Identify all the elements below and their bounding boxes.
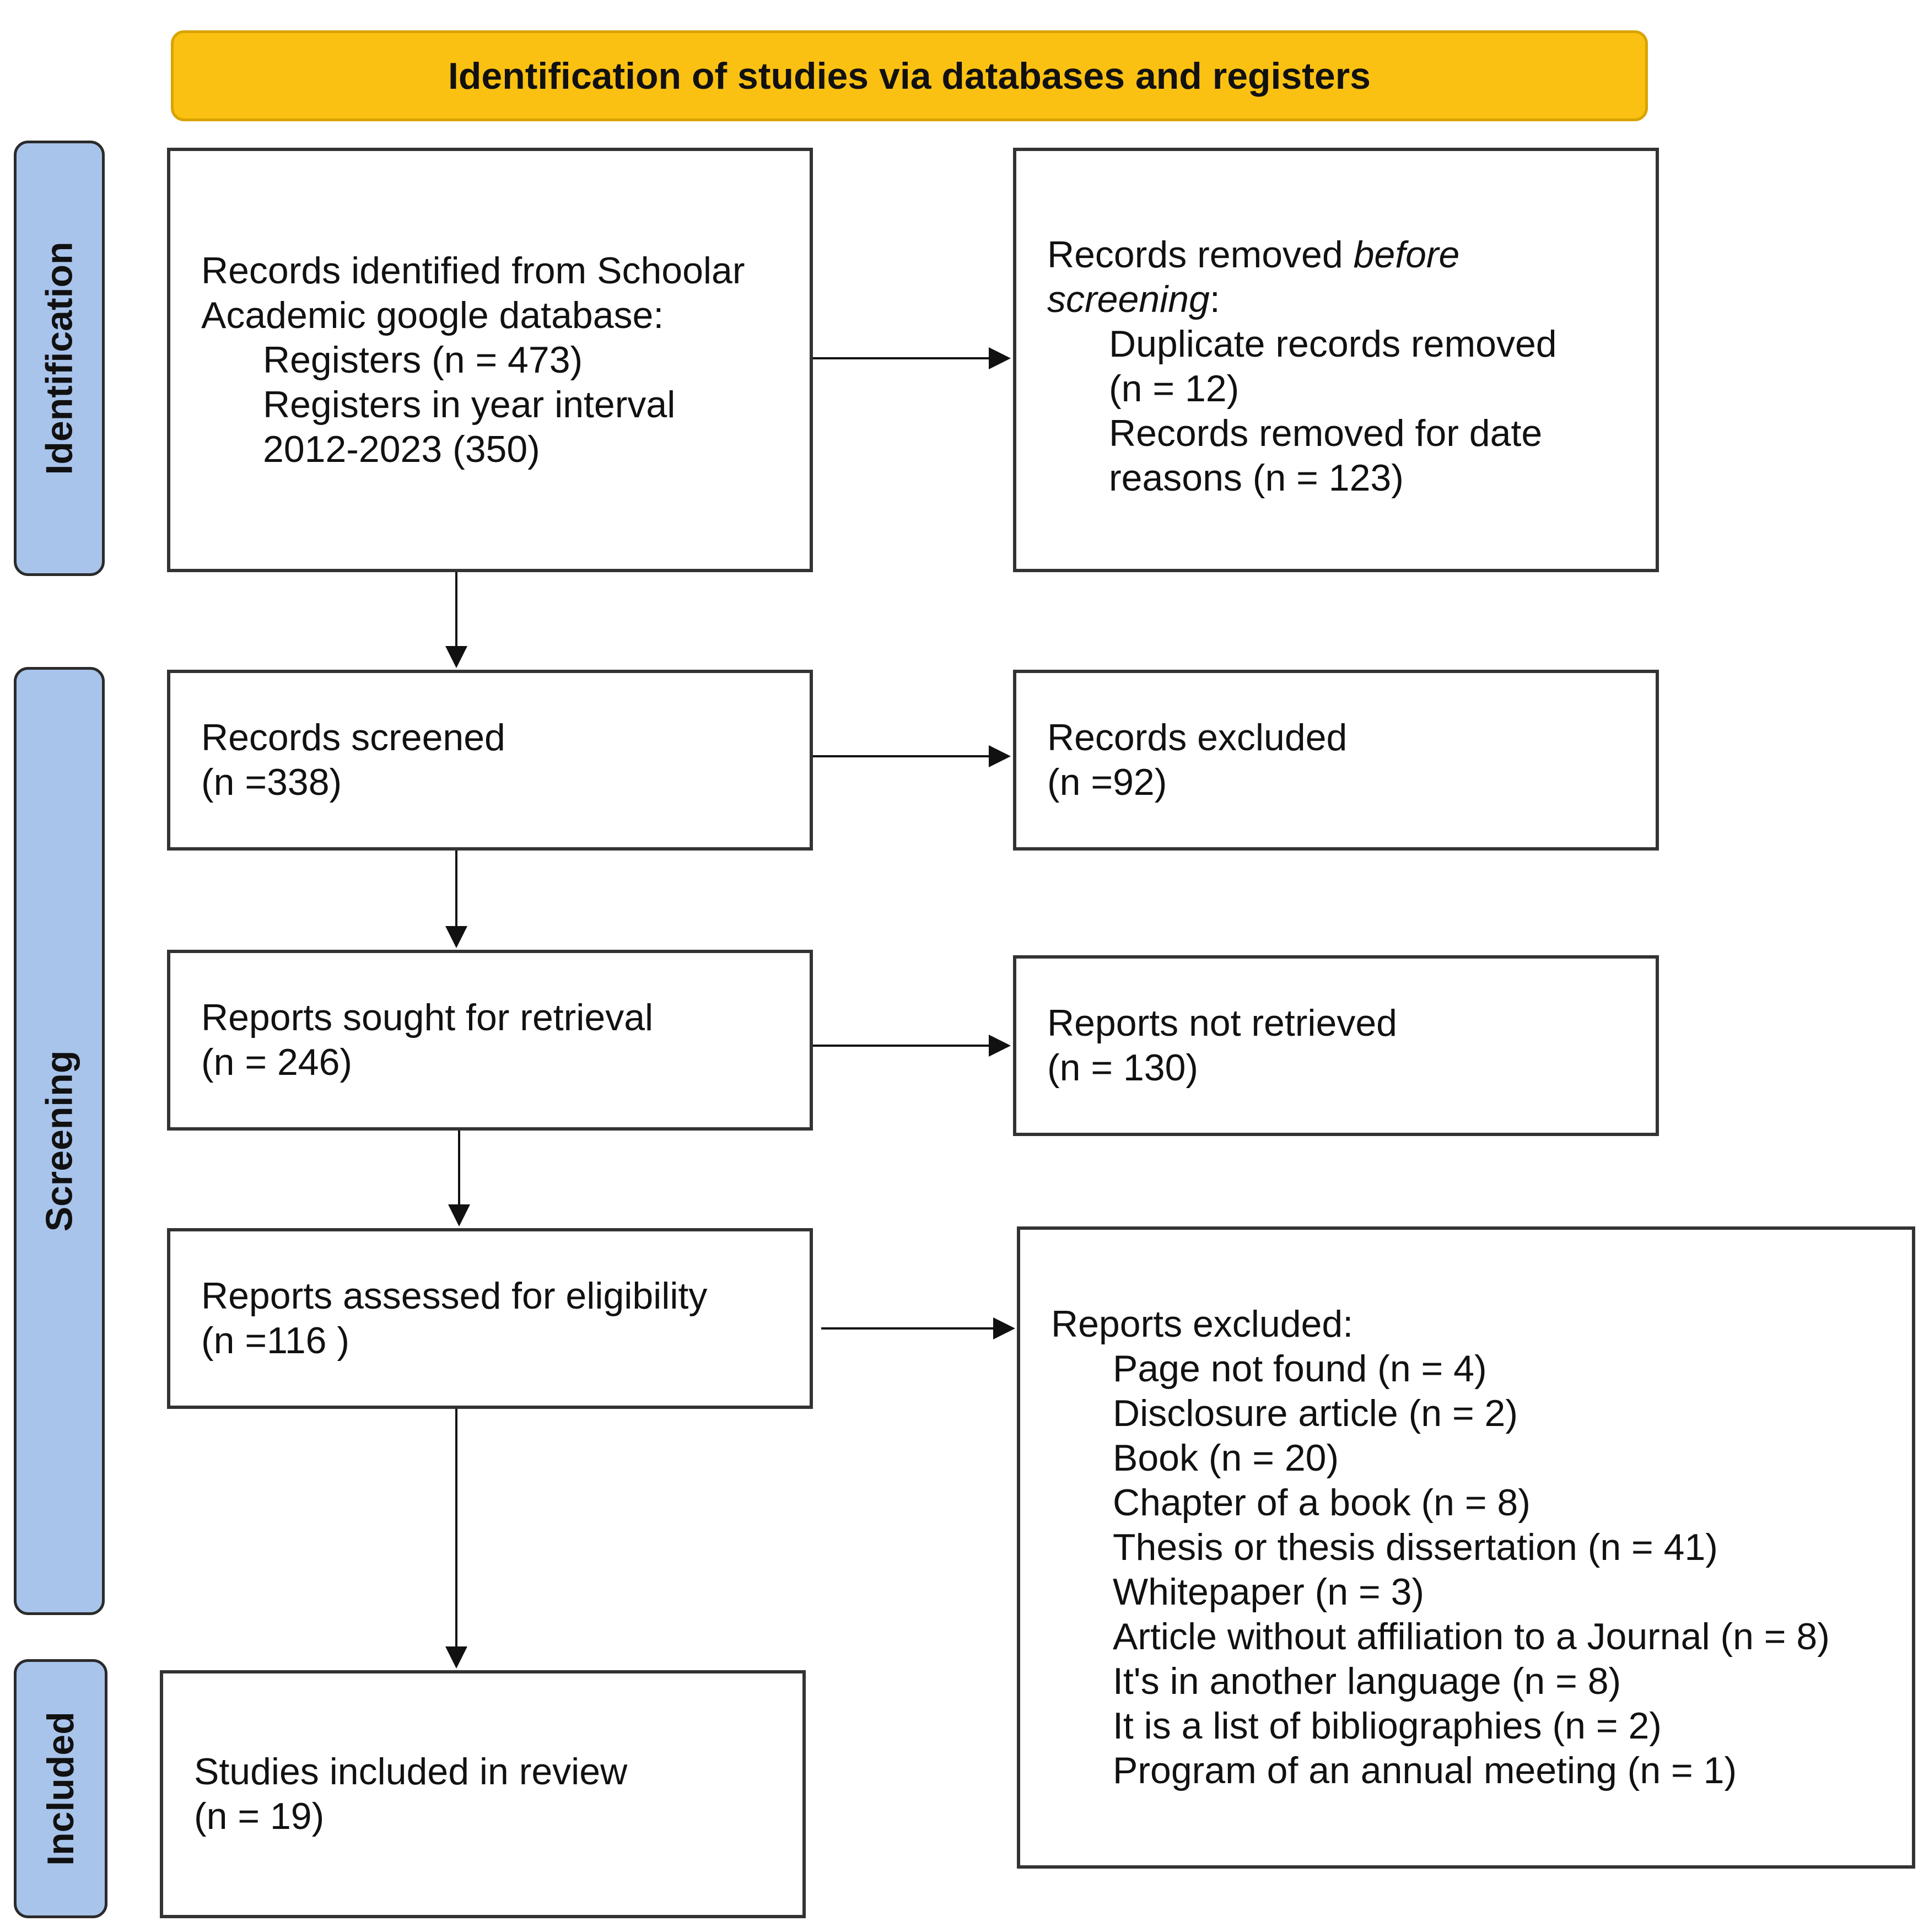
reports-excluded-item: It is a list of bibliographies (n = 2) xyxy=(1113,1705,1662,1747)
reports-assessed-line2: (n =116 ) xyxy=(201,1320,350,1361)
reports-excluded-item: Program of an annual meeting (n = 1) xyxy=(1113,1750,1737,1791)
box-reports-sought: Reports sought for retrieval (n = 246) xyxy=(167,950,813,1131)
records-removed-line1: Records removed before xyxy=(1047,234,1460,276)
records-identified-line3: Registers (n = 473) xyxy=(263,338,583,381)
box-records-removed: Records removed before screening: Duplic… xyxy=(1013,148,1659,572)
reports-excluded-item: Article without affiliation to a Journal… xyxy=(1113,1616,1830,1657)
box-studies-included: Studies included in review (n = 19) xyxy=(160,1670,806,1918)
reports-excluded-item: Book (n = 20) xyxy=(1113,1437,1339,1479)
records-removed-line5: Records removed for date xyxy=(1109,412,1543,454)
reports-excluded-item: Page not found (n = 4) xyxy=(1113,1348,1487,1390)
records-excluded-line2: (n =92) xyxy=(1047,761,1167,803)
reports-excluded-item: Chapter of a book (n = 8) xyxy=(1113,1482,1531,1524)
header-banner: Identification of studies via databases … xyxy=(171,30,1648,121)
records-screened-line2: (n =338) xyxy=(201,761,342,803)
reports-excluded-item: It's in another language (n = 8) xyxy=(1113,1660,1621,1702)
reports-not-retrieved-line1: Reports not retrieved xyxy=(1047,1002,1397,1044)
phase-screening: Screening xyxy=(14,667,105,1615)
reports-not-retrieved-line2: (n = 130) xyxy=(1047,1047,1199,1089)
studies-included-line2: (n = 19) xyxy=(194,1795,325,1837)
reports-excluded-title: Reports excluded: xyxy=(1051,1303,1354,1345)
box-records-excluded: Records excluded (n =92) xyxy=(1013,670,1659,851)
reports-excluded-item: Disclosure article (n = 2) xyxy=(1113,1392,1518,1434)
reports-sought-line1: Reports sought for retrieval xyxy=(201,997,654,1038)
box-reports-not-retrieved: Reports not retrieved (n = 130) xyxy=(1013,955,1659,1136)
reports-sought-line2: (n = 246) xyxy=(201,1041,353,1083)
records-excluded-line1: Records excluded xyxy=(1047,717,1348,758)
records-identified-line1: Records identified from Schoolar xyxy=(201,249,745,292)
records-removed-line6: reasons (n = 123) xyxy=(1109,457,1404,499)
records-screened-line1: Records screened xyxy=(201,717,505,758)
phase-included: Included xyxy=(14,1659,107,1918)
studies-included-line1: Studies included in review xyxy=(194,1751,628,1793)
box-records-screened: Records screened (n =338) xyxy=(167,670,813,851)
reports-assessed-line1: Reports assessed for eligibility xyxy=(201,1275,708,1317)
reports-excluded-item: Thesis or thesis dissertation (n = 41) xyxy=(1113,1526,1718,1568)
box-reports-assessed: Reports assessed for eligibility (n =116… xyxy=(167,1228,813,1409)
box-reports-excluded: Reports excluded: Page not found (n = 4)… xyxy=(1017,1226,1915,1869)
records-removed-line4: (n = 12) xyxy=(1109,368,1240,410)
phase-identification: Identification xyxy=(14,141,105,576)
reports-excluded-item: Whitepaper (n = 3) xyxy=(1113,1571,1425,1613)
records-removed-line3: Duplicate records removed xyxy=(1109,323,1557,365)
records-removed-line2: screening: xyxy=(1047,278,1220,320)
header-title: Identification of studies via databases … xyxy=(448,55,1371,97)
records-identified-line2: Academic google database: xyxy=(201,294,664,336)
records-identified-line5: 2012-2023 (350) xyxy=(263,428,540,470)
records-identified-line4: Registers in year interval xyxy=(263,383,676,426)
box-records-identified: Records identified from Schoolar Academi… xyxy=(167,148,813,572)
